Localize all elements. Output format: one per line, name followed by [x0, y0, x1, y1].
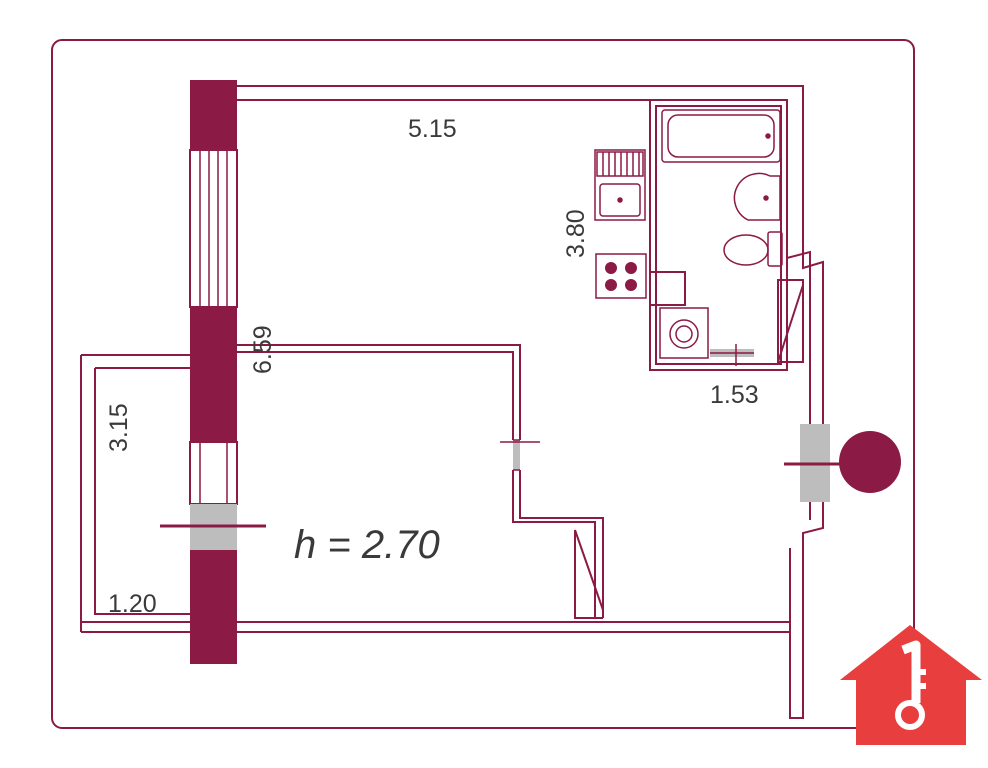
room-length-label: 5.15 — [408, 115, 457, 143]
toilet-icon — [723, 231, 783, 267]
interior-door-markers — [500, 344, 754, 471]
sink-icon — [733, 172, 781, 221]
bathtub-icon — [661, 109, 781, 163]
kitchen-sink-icon — [594, 149, 646, 221]
washing-machine-icon — [659, 307, 709, 359]
balcony-width-label: 1.20 — [108, 590, 157, 618]
room-depth-label: 6.59 — [249, 325, 277, 374]
stove-icon — [595, 253, 647, 299]
entrance-dot-icon — [839, 431, 901, 493]
bathroom — [649, 99, 804, 371]
kitchen-depth-label: 3.80 — [562, 209, 590, 258]
outer-walls — [80, 85, 824, 719]
bathroom-width-label: 1.53 — [710, 381, 759, 409]
balcony-depth-label: 3.15 — [105, 403, 133, 452]
ceiling-height-label: h = 2.70 — [294, 523, 440, 567]
house-key-logo — [840, 625, 982, 745]
facade-column — [189, 80, 238, 664]
plan-frame — [51, 39, 915, 729]
